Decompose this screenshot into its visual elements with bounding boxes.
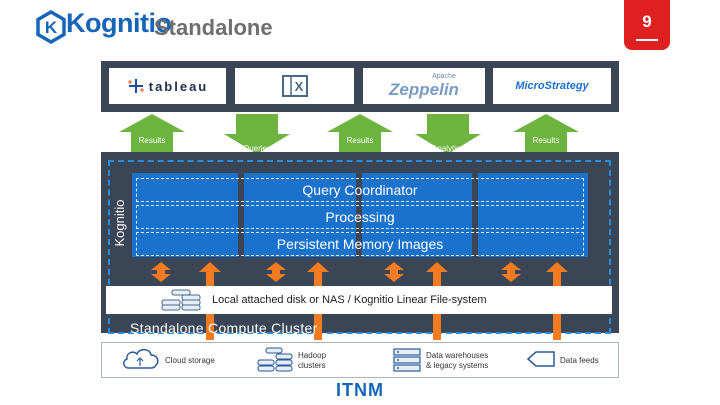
data-sources-bar bbox=[101, 342, 619, 378]
kognitio-side-label-box: Kognitio bbox=[112, 200, 127, 247]
processing-layer: Processing bbox=[136, 205, 584, 229]
disk-stack-icon bbox=[161, 289, 201, 311]
io-arrow bbox=[266, 262, 286, 282]
zeppelin-label: Zeppelin bbox=[389, 80, 459, 99]
brand-name: Kognitio bbox=[66, 8, 172, 38]
hadoop-label-line2: clusters bbox=[298, 361, 326, 370]
node-divider bbox=[356, 173, 362, 257]
analytics-label: Analytics bbox=[432, 144, 464, 153]
page-number: 9 bbox=[642, 12, 652, 31]
microstrategy-label: MicroStrategy bbox=[515, 80, 589, 92]
results-label-2: Results bbox=[347, 136, 374, 145]
zeppelin-tool: Apache Zeppelin bbox=[363, 68, 485, 104]
io-arrow bbox=[501, 262, 521, 282]
queries-label: Queries bbox=[243, 144, 271, 153]
query-coordinator-layer: Query Coordinator bbox=[136, 178, 584, 202]
excel-label: X bbox=[294, 79, 303, 94]
io-arrow bbox=[151, 262, 171, 282]
data-feeds-icon bbox=[526, 351, 555, 367]
dw-label-line1: Data warehouses bbox=[426, 351, 489, 360]
cluster-label: Standalone Compute Cluster bbox=[130, 320, 318, 336]
results-arrow-3 bbox=[513, 114, 579, 154]
cloud-storage-label: Cloud storage bbox=[165, 356, 215, 365]
results-arrow-1 bbox=[119, 114, 185, 154]
disk-label: Local attached disk or NAS / Kognitio Li… bbox=[212, 294, 487, 306]
zeppelin-sublabel: Apache bbox=[432, 73, 456, 80]
hadoop-label: Hadoop clusters bbox=[298, 351, 326, 371]
tableau-tool: tableau bbox=[109, 68, 226, 104]
page-number-badge: 9 bbox=[624, 0, 670, 50]
dw-label-line2: & legacy systems bbox=[426, 361, 489, 370]
persistent-memory-layer: Persistent Memory Images bbox=[136, 232, 584, 256]
data-feeds-label: Data feeds bbox=[560, 356, 599, 365]
analytics-arrow bbox=[415, 114, 481, 154]
data-warehouse-icon bbox=[393, 348, 421, 372]
tableau-cross-icon bbox=[127, 79, 144, 93]
page-title: Standalone bbox=[154, 15, 273, 40]
results-arrow-2 bbox=[327, 114, 393, 154]
io-arrow bbox=[384, 262, 404, 282]
excel-tool: X bbox=[235, 68, 354, 104]
footer-logo: ITNM bbox=[336, 380, 384, 400]
hadoop-icon bbox=[257, 347, 293, 372]
tableau-label: tableau bbox=[148, 78, 209, 94]
cloud-storage-icon bbox=[123, 348, 159, 369]
microstrategy-tool: MicroStrategy bbox=[493, 68, 611, 104]
cluster-boundary bbox=[108, 160, 611, 334]
node-divider bbox=[472, 173, 478, 257]
hadoop-label-line1: Hadoop bbox=[298, 351, 327, 360]
results-label-1: Results bbox=[139, 136, 166, 145]
queries-arrow bbox=[224, 114, 290, 154]
data-flow-arrows: Results Queries Results Analytics Result… bbox=[119, 114, 579, 154]
kognitio-side-label: Kognitio bbox=[112, 200, 127, 247]
svg-text:K: K bbox=[45, 18, 58, 37]
data-warehouse-label: Data warehouses & legacy systems bbox=[426, 351, 488, 371]
excel-icon: X bbox=[281, 75, 308, 97]
node-divider bbox=[238, 173, 244, 257]
kognitio-logo-icon: K bbox=[36, 10, 66, 44]
results-label-3: Results bbox=[533, 136, 560, 145]
